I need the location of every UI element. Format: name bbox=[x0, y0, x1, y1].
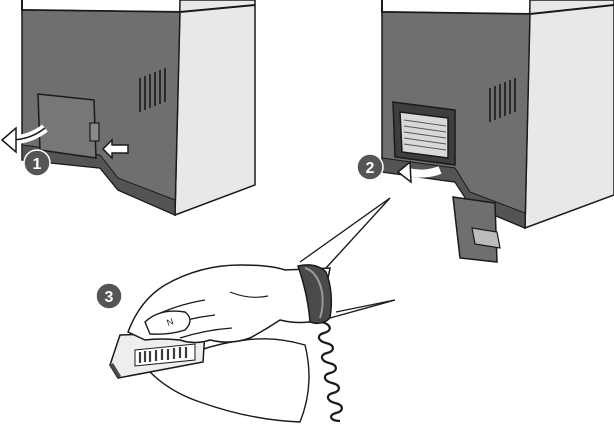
cover-latch[interactable] bbox=[89, 122, 100, 142]
module-cover[interactable] bbox=[37, 93, 97, 159]
coiled-ground-cord bbox=[317, 320, 343, 423]
pull-module-arrow-head bbox=[396, 160, 412, 184]
vent-grille-2 bbox=[489, 78, 516, 122]
printer-side-2 bbox=[524, 0, 614, 230]
step-badge-1: 1 bbox=[23, 149, 51, 177]
anti-static-panel: N 3 bbox=[95, 197, 396, 423]
printer-panel-1: 1 bbox=[0, 0, 256, 217]
remove-cover-arrow-head bbox=[0, 126, 17, 154]
step-badge-2: 2 bbox=[356, 153, 384, 181]
strap-ground-line-a bbox=[299, 197, 391, 263]
printer-panel-2: 2 bbox=[356, 0, 614, 263]
wireless-card[interactable] bbox=[109, 331, 206, 379]
printer-side-1 bbox=[174, 0, 256, 217]
step-badge-3: 3 bbox=[95, 282, 123, 310]
step-number-1: 1 bbox=[33, 156, 42, 173]
vent-grille-1 bbox=[139, 68, 166, 112]
wireless-module[interactable] bbox=[399, 111, 449, 159]
wrist-strap-band bbox=[304, 267, 324, 319]
step-number-3: 3 bbox=[105, 289, 114, 306]
card-barcode bbox=[138, 347, 188, 363]
push-latch-arrow bbox=[101, 138, 129, 160]
thumb bbox=[144, 310, 191, 335]
card-edge-connector bbox=[110, 363, 121, 378]
pull-module-arrow bbox=[407, 166, 442, 178]
step-number-2: 2 bbox=[366, 160, 375, 177]
forearm bbox=[325, 197, 396, 319]
removed-cover[interactable] bbox=[452, 196, 501, 263]
strap-letter: N bbox=[165, 316, 175, 328]
